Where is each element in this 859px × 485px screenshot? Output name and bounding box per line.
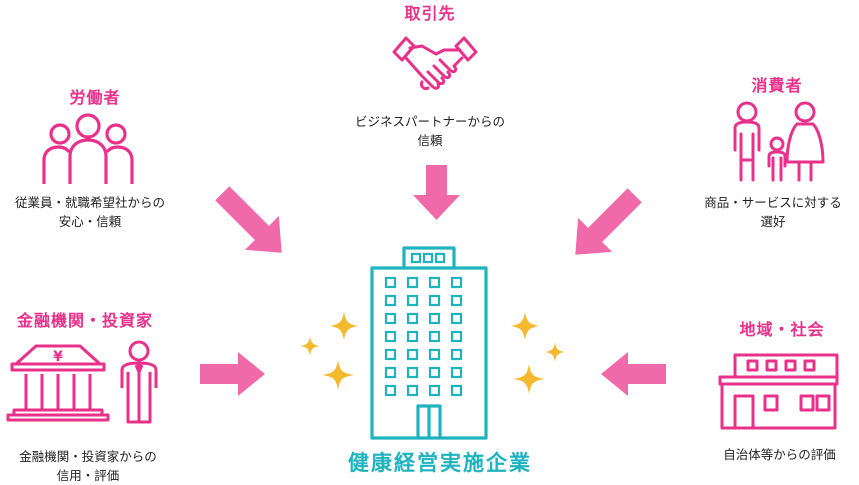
finance-title: 金融機関・投資家 xyxy=(16,311,153,330)
arrow-from-consumers xyxy=(575,188,642,255)
workers-title: 労働者 xyxy=(69,88,121,107)
workers-desc: 従業員・就職希望社からの 安心・信頼 xyxy=(0,193,180,231)
workers-desc-line2: 安心・信頼 xyxy=(58,214,122,229)
building-window xyxy=(428,384,441,397)
people-group-icon xyxy=(42,113,134,184)
office-building-icon xyxy=(370,246,488,440)
building-window xyxy=(450,312,463,325)
consumers-desc: 商品・サービスに対する 選好 xyxy=(688,193,858,231)
building-window xyxy=(450,294,463,307)
building-window xyxy=(384,384,397,397)
building-window xyxy=(450,384,463,397)
center-company-label: 健康経営実施企業 xyxy=(348,451,532,475)
finance-desc-line1: 金融機関・投資家からの xyxy=(19,449,157,464)
family-icon xyxy=(733,101,825,182)
building-window xyxy=(434,252,446,264)
building-window xyxy=(410,252,422,264)
building-window xyxy=(384,348,397,361)
building-window xyxy=(428,348,441,361)
building-window xyxy=(450,276,463,289)
arrow-from-finance xyxy=(200,352,265,396)
building-window xyxy=(406,330,419,343)
handshake-icon xyxy=(392,36,478,90)
arrow-from-community xyxy=(601,352,666,396)
consumers-title: 消費者 xyxy=(751,76,803,95)
building-window xyxy=(450,348,463,361)
workers-group: 労働者 xyxy=(40,84,150,108)
building-window xyxy=(406,276,419,289)
building-window xyxy=(384,294,397,307)
sparkles-right xyxy=(511,312,565,394)
building-window xyxy=(406,384,419,397)
building-window xyxy=(428,276,441,289)
arrow-from-workers xyxy=(215,186,282,253)
building-window xyxy=(406,312,419,325)
building-window xyxy=(428,366,441,379)
consumers-desc-line2: 選好 xyxy=(760,214,786,229)
partners-desc: ビジネスパートナーからの 信頼 xyxy=(320,112,540,150)
partners-group: 取引先 xyxy=(360,0,500,24)
partners-desc-line2: 信頼 xyxy=(417,133,443,148)
sparkles-left xyxy=(300,312,358,390)
city-hall-icon xyxy=(718,353,839,430)
yen-symbol: ¥ xyxy=(53,349,63,365)
building-window xyxy=(428,294,441,307)
finance-group: 金融機関・投資家 xyxy=(0,307,170,331)
building-window xyxy=(406,348,419,361)
building-window xyxy=(422,252,434,264)
building-window xyxy=(406,366,419,379)
partners-desc-line1: ビジネスパートナーからの xyxy=(354,114,505,129)
businessman-icon xyxy=(120,340,158,424)
consumers-group: 消費者 xyxy=(722,72,832,96)
bank-building-icon: ¥ xyxy=(6,344,110,422)
finance-desc: 金融機関・投資家からの 信用・評価 xyxy=(0,447,176,485)
building-window xyxy=(384,276,397,289)
community-group: 地域・社会 xyxy=(722,316,842,340)
building-window xyxy=(406,294,419,307)
consumers-desc-line1: 商品・サービスに対する xyxy=(704,195,842,210)
building-window xyxy=(450,366,463,379)
community-desc: 自治体等からの評価 xyxy=(700,445,859,464)
building-window xyxy=(428,312,441,325)
building-window xyxy=(428,330,441,343)
finance-desc-line2: 信用・評価 xyxy=(56,468,120,483)
community-title: 地域・社会 xyxy=(739,320,825,339)
community-desc-line1: 自治体等からの評価 xyxy=(723,447,836,462)
building-window xyxy=(384,312,397,325)
partners-title: 取引先 xyxy=(404,4,456,23)
workers-desc-line1: 従業員・就職希望社からの xyxy=(14,195,165,210)
building-window xyxy=(450,330,463,343)
arrow-down-from-partners xyxy=(413,165,460,220)
building-window xyxy=(384,366,397,379)
building-window xyxy=(384,330,397,343)
